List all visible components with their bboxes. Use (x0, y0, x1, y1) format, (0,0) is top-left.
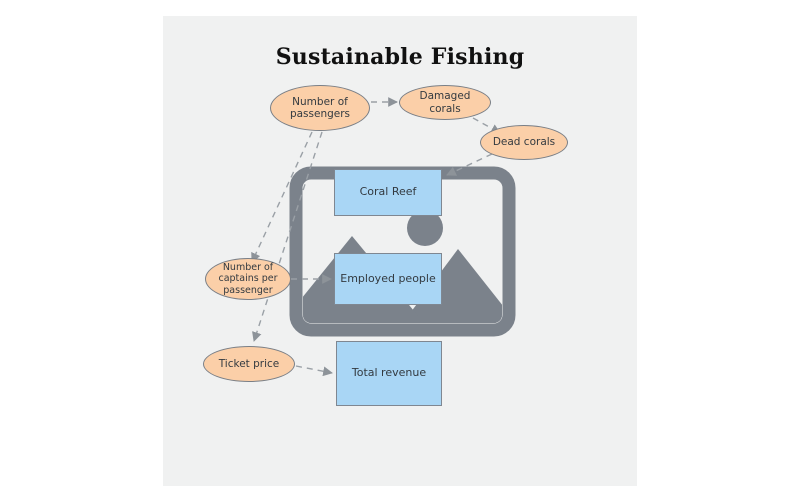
node-coral-reef[interactable]: Coral Reef (334, 169, 442, 216)
node-total-revenue[interactable]: Total revenue (336, 341, 442, 406)
node-number-of-passengers[interactable]: Number of passengers (270, 85, 370, 131)
page-title: Sustainable Fishing (275, 44, 525, 70)
node-label: Total revenue (351, 366, 427, 380)
node-label: Coral Reef (359, 185, 417, 199)
node-number-of-captains-per-passenger[interactable]: Number of captains per passenger (205, 258, 291, 300)
node-label: Damaged corals (419, 90, 471, 115)
node-ticket-price[interactable]: Ticket price (203, 346, 295, 382)
edge-dead-corals-to-coral-reef (446, 153, 493, 176)
edge-ticket-price-to-total-revenue (295, 365, 333, 377)
node-damaged-corals[interactable]: Damaged corals (399, 85, 491, 120)
edge-passengers-to-captains (251, 131, 313, 263)
node-label: Employed people (340, 271, 436, 285)
node-dead-corals[interactable]: Dead corals (480, 125, 568, 160)
node-employed-people[interactable]: Employed people (334, 253, 442, 305)
node-label: Ticket price (218, 357, 280, 370)
node-label: Number of passengers (289, 95, 351, 120)
edge-passengers-to-ticket-price (252, 131, 323, 342)
diagram-panel (163, 16, 637, 486)
node-label: Dead corals (492, 136, 556, 149)
node-label: Number of captains per passenger (218, 262, 278, 296)
